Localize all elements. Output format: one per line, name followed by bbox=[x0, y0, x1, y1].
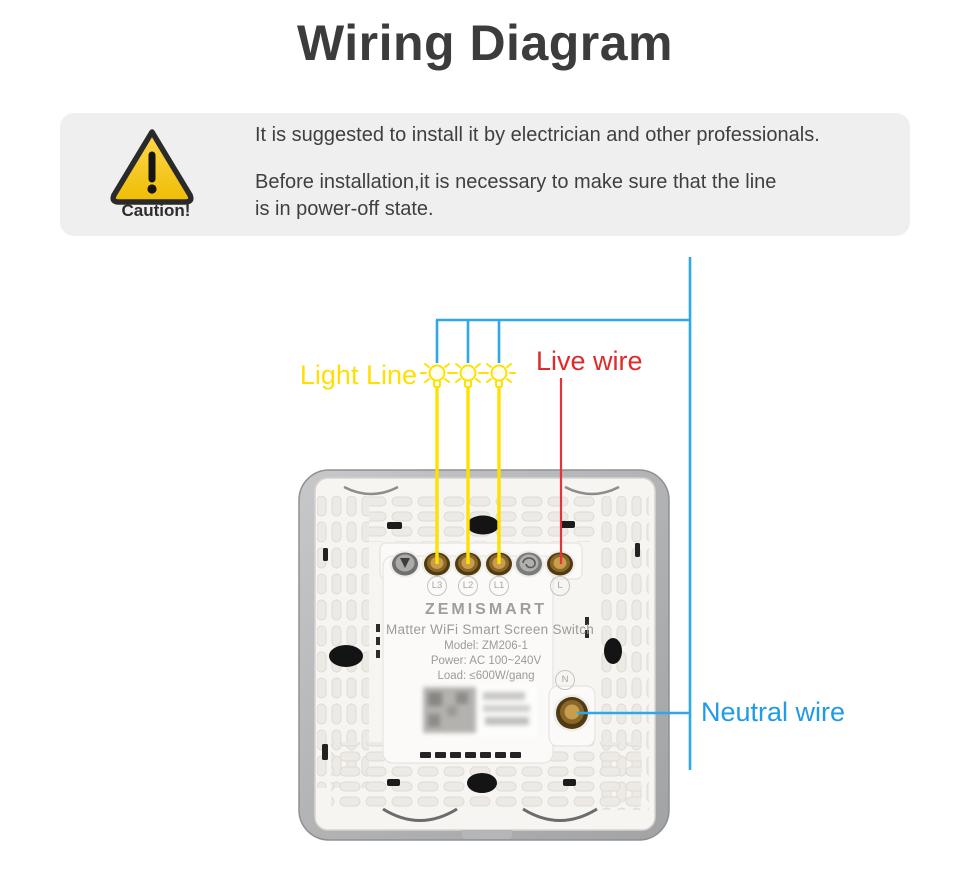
screw-hole-left bbox=[329, 645, 363, 667]
device-brand: ZEMISMART bbox=[424, 601, 548, 618]
tick-mark bbox=[585, 630, 589, 638]
silver-screw bbox=[392, 552, 418, 576]
caution-box: Caution! It is suggested to install it b… bbox=[60, 113, 910, 236]
switch-back-panel bbox=[298, 469, 670, 841]
screw-hole-top bbox=[467, 515, 499, 535]
bulb-icon bbox=[420, 363, 454, 388]
light-line-wires bbox=[435, 388, 501, 564]
vent-texture-left bbox=[317, 496, 369, 788]
tick-left-upper bbox=[323, 548, 328, 561]
top-right-notch bbox=[564, 485, 620, 496]
blurred-qr-label bbox=[419, 684, 537, 737]
wiring-lines bbox=[435, 257, 692, 770]
tick-mark bbox=[585, 617, 589, 625]
tick-right-upper bbox=[635, 543, 640, 557]
terminal-label-l2: L2 bbox=[458, 576, 478, 596]
top-left-notch bbox=[343, 485, 399, 496]
device-product-name: Matter WiFi Smart Screen Switch bbox=[386, 622, 595, 637]
neutral-screw bbox=[553, 694, 591, 732]
tick-mark bbox=[376, 624, 380, 632]
device-load-rating: Load: ≤600W/gang bbox=[437, 670, 535, 682]
terminal-label-l1: L1 bbox=[489, 576, 509, 596]
caution-text-line-1: It is suggested to install it by electri… bbox=[255, 124, 820, 146]
terminal-label-n: N bbox=[555, 670, 575, 690]
bottom-tab bbox=[462, 830, 512, 839]
bulb-icon bbox=[482, 363, 516, 388]
light-line-label: Light Line bbox=[299, 360, 417, 390]
device-model: Model: ZM206-1 bbox=[444, 640, 528, 652]
slot-top-left bbox=[387, 522, 402, 529]
tick-mark bbox=[376, 637, 380, 645]
slot-top-right bbox=[560, 521, 575, 528]
caution-text-line-2: Before installation,it is necessary to m… bbox=[255, 171, 777, 193]
bulb-icons bbox=[420, 363, 516, 388]
neutral-wire-line bbox=[435, 257, 692, 770]
silver-screw bbox=[516, 552, 542, 576]
caution-label: Caution! bbox=[121, 201, 191, 220]
terminal-label-l3: L3 bbox=[427, 576, 447, 596]
terminal-label-l: L bbox=[550, 576, 570, 596]
screw-hole-right bbox=[604, 638, 622, 664]
slot-bottom-left bbox=[387, 779, 400, 786]
bottom-left-notch bbox=[382, 807, 458, 822]
caution-text-line-3: is in power-off state. bbox=[255, 198, 434, 220]
screw-hole-bottom bbox=[467, 773, 497, 793]
live-wire-label: Live wire bbox=[536, 346, 643, 376]
bulb-icon bbox=[451, 363, 485, 388]
neutral-wire-label: Neutral wire bbox=[701, 697, 846, 727]
tick-mark bbox=[376, 650, 380, 658]
warning-triangle-icon bbox=[110, 129, 194, 205]
device-power-rating: Power: AC 100~240V bbox=[430, 655, 542, 667]
tick-left-lower bbox=[322, 744, 328, 760]
bottom-right-notch bbox=[522, 807, 598, 822]
module-vent-dashes bbox=[420, 752, 521, 758]
page-title: Wiring Diagram bbox=[296, 15, 674, 71]
slot-bottom-right bbox=[563, 779, 576, 786]
